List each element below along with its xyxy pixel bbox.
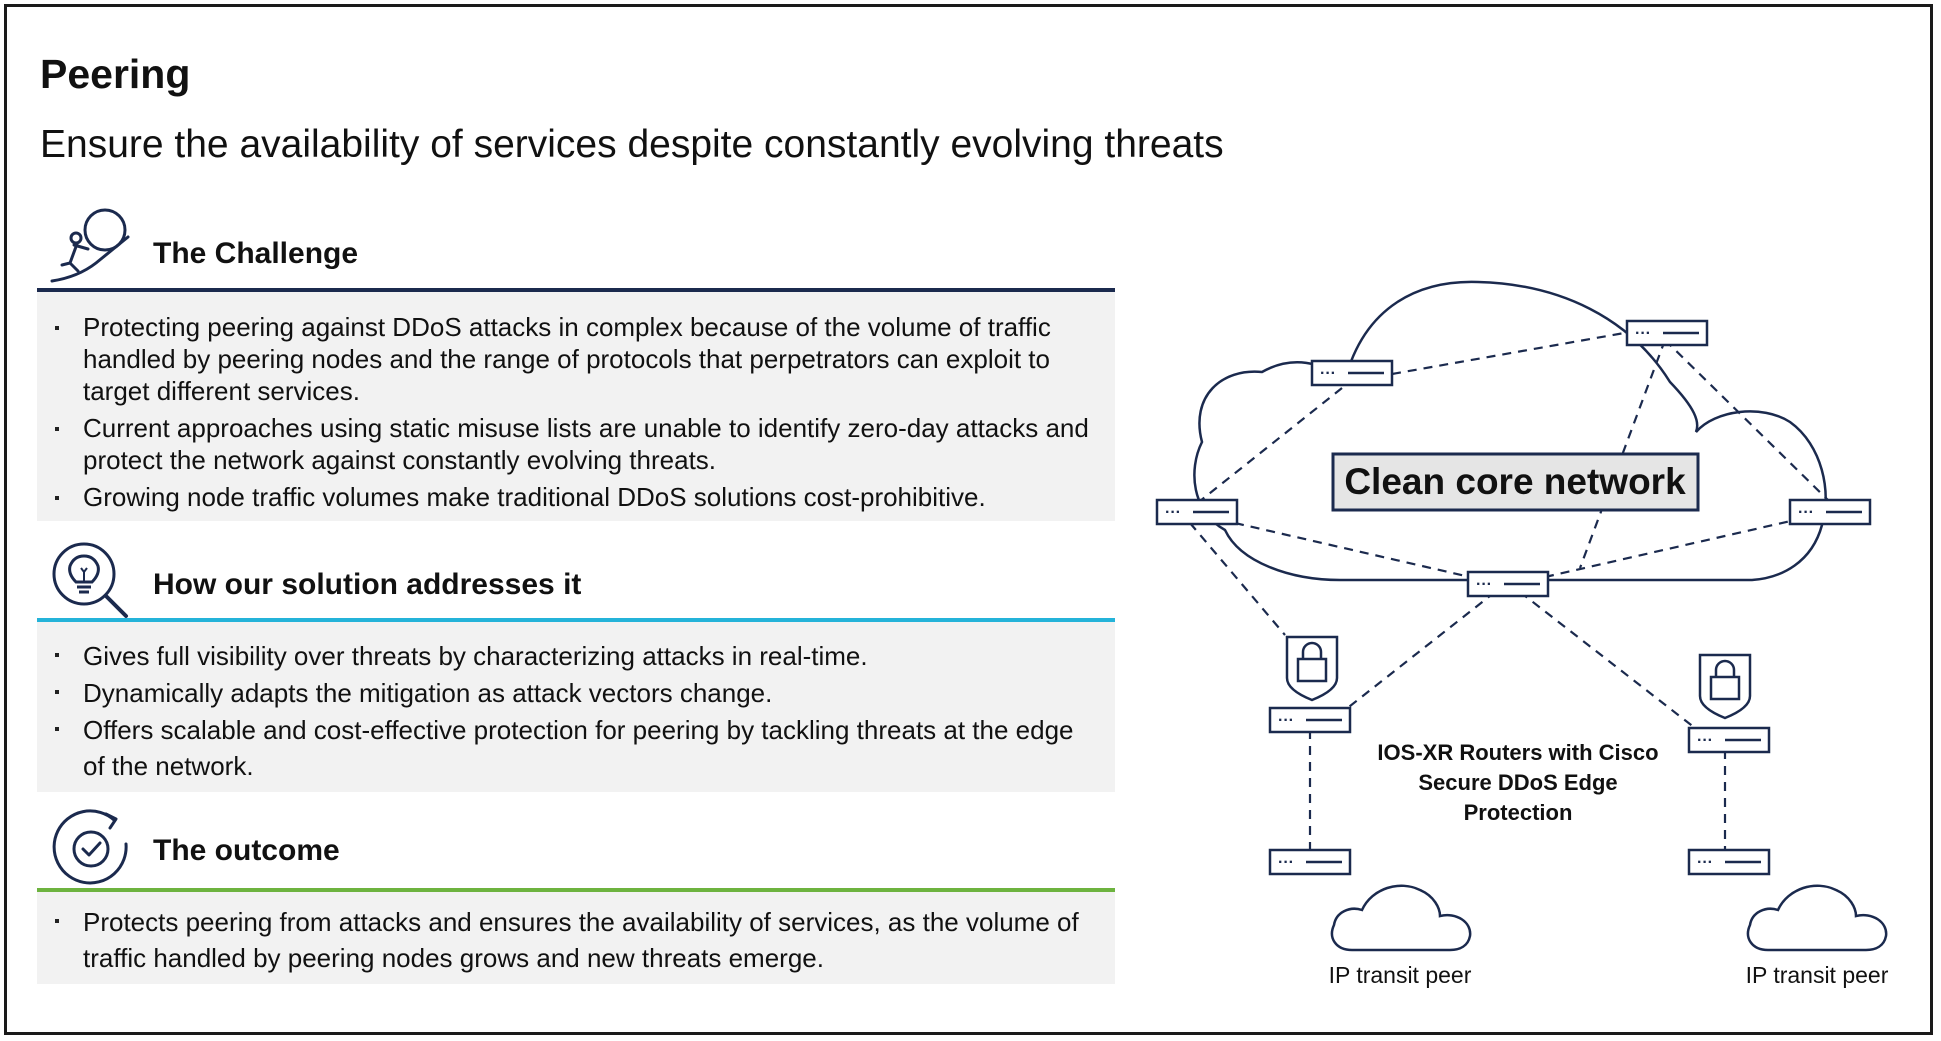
list-item: Protecting peering against DDoS attacks … — [37, 311, 1115, 407]
network-diagram: ··· ··· ··· ··· ··· ··· ··· ··· ··· Clean core n… — [1155, 280, 1889, 988]
sisyphus-boulder-icon — [50, 208, 130, 283]
router-node: ··· — [1687, 726, 1771, 754]
peer-left-label: IP transit peer — [1329, 962, 1472, 988]
shield-lock-icon — [1285, 635, 1339, 702]
core-label-box — [1331, 452, 1700, 512]
section-rule-challenge — [37, 288, 1115, 292]
router-glyph: ··· — [1320, 365, 1336, 382]
list-item: Gives full visibility over threats by ch… — [37, 638, 1115, 674]
peer-right-label: IP transit peer — [1746, 962, 1889, 988]
slide-frame — [4, 4, 1933, 1035]
router-node: ··· — [1268, 848, 1352, 876]
core-cloud-outline — [1193, 280, 1827, 582]
router-glyph: ··· — [1278, 712, 1294, 729]
router-glyph: ··· — [1476, 576, 1492, 593]
dashed-links — [1189, 330, 1831, 850]
router-node: ··· — [1687, 848, 1771, 876]
list-item: Protects peering from attacks and ensure… — [37, 904, 1115, 976]
router-glyph: ··· — [1278, 854, 1294, 871]
router-glyph: ··· — [1798, 504, 1814, 521]
peer-cloud-right — [1746, 884, 1888, 952]
list-item: Dynamically adapts the mitigation as att… — [37, 675, 1115, 711]
edge-label-line-1: IOS-XR Routers with Cisco — [1377, 740, 1658, 765]
core-label: Clean core network — [1344, 461, 1686, 502]
peer-cloud-left — [1330, 884, 1472, 952]
section-body-solution: Gives full visibility over threats by ch… — [37, 622, 1115, 792]
section-title-outcome: The outcome — [153, 834, 340, 867]
check-cycle-icon — [52, 809, 128, 885]
router-glyph: ··· — [1635, 325, 1651, 342]
router-node: ··· — [1310, 359, 1394, 387]
router-node: ··· — [1268, 706, 1352, 734]
section-rule-solution — [37, 618, 1115, 622]
router-glyph: ··· — [1697, 732, 1713, 749]
router-glyph: ··· — [1165, 504, 1181, 521]
router-node: ··· — [1466, 570, 1550, 598]
section-rule-outcome — [37, 888, 1115, 892]
lightbulb-magnifier-icon — [52, 542, 128, 618]
router-node: ··· — [1155, 498, 1239, 526]
section-title-solution: How our solution addresses it — [153, 568, 582, 601]
routers: ··· ··· ··· ··· ··· ··· ··· ··· ··· — [1155, 319, 1872, 876]
section-body-outcome: Protects peering from attacks and ensure… — [37, 892, 1115, 984]
shield-lock-icon — [1698, 653, 1752, 720]
router-node: ··· — [1625, 319, 1709, 347]
list-item: Offers scalable and cost-effective prote… — [37, 712, 1115, 784]
list-item: Current approaches using static misuse l… — [37, 412, 1115, 476]
section-title-challenge: The Challenge — [153, 237, 359, 270]
page-title: Peering — [40, 51, 191, 97]
router-glyph: ··· — [1697, 854, 1713, 871]
section-body-challenge: Protecting peering against DDoS attacks … — [37, 292, 1115, 521]
edge-label-line-2: Secure DDoS Edge — [1418, 770, 1617, 795]
router-node: ··· — [1788, 498, 1872, 526]
list-item: Growing node traffic volumes make tradit… — [37, 481, 1115, 513]
page-subtitle: Ensure the availability of services desp… — [40, 123, 1224, 166]
edge-label-line-3: Protection — [1464, 800, 1573, 825]
